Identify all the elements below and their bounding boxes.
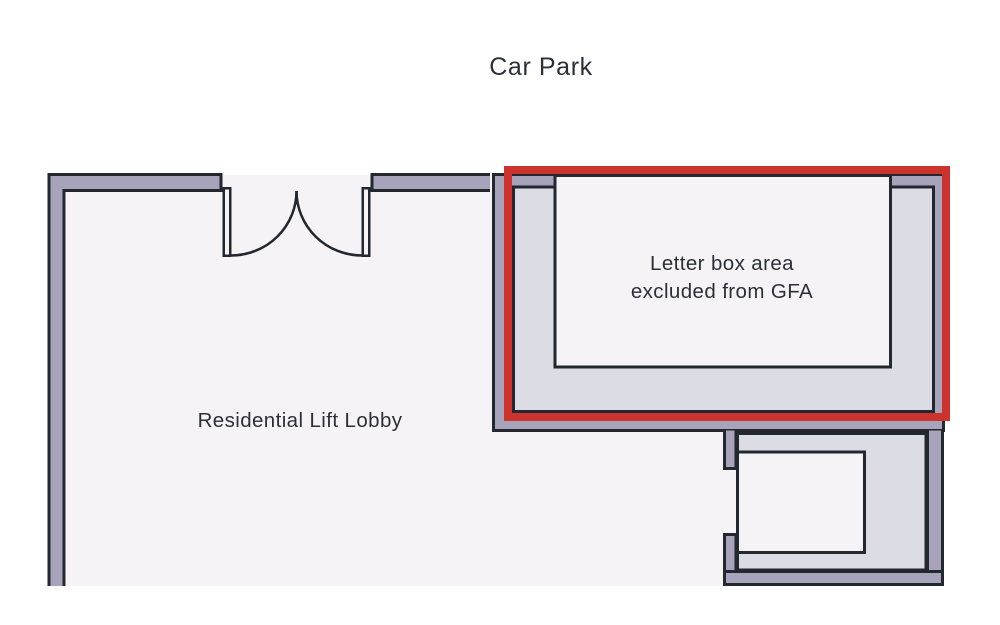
lobby-floor <box>66 175 723 586</box>
lobby-wall-top-right <box>370 173 490 192</box>
letterbox-label-line2: excluded from GFA <box>630 280 814 303</box>
gfa-exclusion-outline <box>504 166 950 421</box>
plan-title: Car Park <box>489 53 593 81</box>
door-swing-arc-left <box>230 190 298 257</box>
lift-shaft-floor <box>736 450 866 554</box>
lobby-wall-left <box>47 173 223 586</box>
door-swing-arc-right <box>295 190 363 257</box>
letterbox-label-line1: Letter box area <box>650 252 794 275</box>
letterbox-floor <box>553 174 892 369</box>
letterbox-label: Letter box area excluded from GFA <box>572 250 872 306</box>
lift-room-wall-stub-top <box>723 430 738 470</box>
door-jamb-left <box>222 187 232 257</box>
lift-room-wall-bottom <box>723 570 944 586</box>
lobby-label: Residential Lift Lobby <box>197 409 403 432</box>
lift-room-wall-right <box>926 430 944 586</box>
lift-room-opening-floor <box>721 470 736 533</box>
door-jamb-right <box>361 187 371 257</box>
